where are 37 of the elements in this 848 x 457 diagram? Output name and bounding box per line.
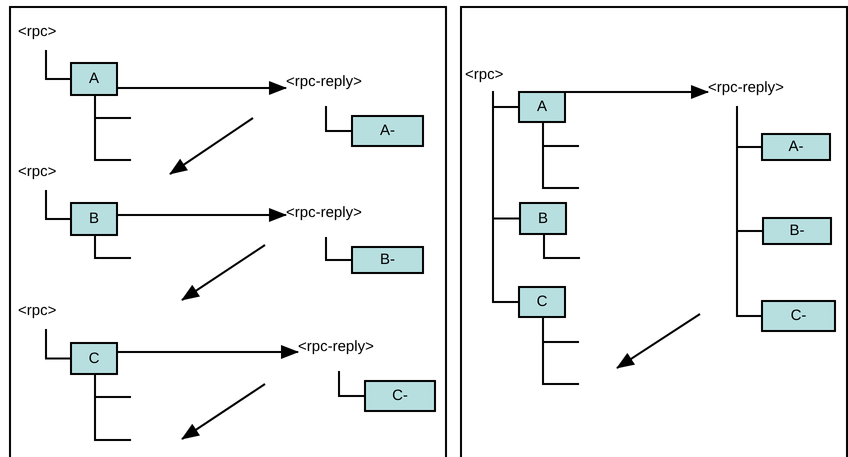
tree-line (45, 329, 70, 360)
tree-line (543, 235, 580, 259)
arrow (118, 81, 287, 95)
element-box: C- (364, 380, 436, 412)
element-tag: <rpc> (18, 162, 56, 190)
tree-line (94, 375, 131, 441)
tree-line (94, 96, 131, 161)
arrow (118, 345, 299, 359)
element-box: B- (351, 246, 424, 274)
element-box: A (70, 62, 118, 96)
element-box: B (70, 202, 118, 236)
tree-line (45, 50, 70, 80)
tree-line (45, 190, 70, 220)
element-box: B (519, 202, 567, 235)
element-tag: <rpc-reply> (298, 337, 374, 371)
tree-line (94, 236, 131, 259)
element-box: A (518, 91, 566, 123)
element-box: C (70, 342, 118, 375)
element-tag: <rpc-reply> (708, 78, 784, 106)
element-box: C (518, 286, 566, 318)
tree-line (325, 106, 351, 132)
element-tag: <rpc-reply> (286, 203, 362, 237)
tree-line (325, 237, 351, 261)
element-tag: <rpc> (18, 22, 56, 50)
element-tag: <rpc> (465, 65, 504, 91)
element-box: A- (761, 133, 831, 161)
element-tag: <rpc> (18, 301, 56, 329)
tree-line (338, 371, 364, 397)
tree-line (492, 91, 518, 303)
tree-line (542, 318, 579, 385)
tree-line (736, 106, 761, 317)
arrow (566, 85, 709, 99)
element-box: B- (762, 217, 832, 245)
arrow (118, 208, 287, 222)
element-tag: <rpc-reply> (286, 72, 362, 106)
element-box: C- (761, 300, 836, 332)
element-box: A- (351, 115, 424, 147)
